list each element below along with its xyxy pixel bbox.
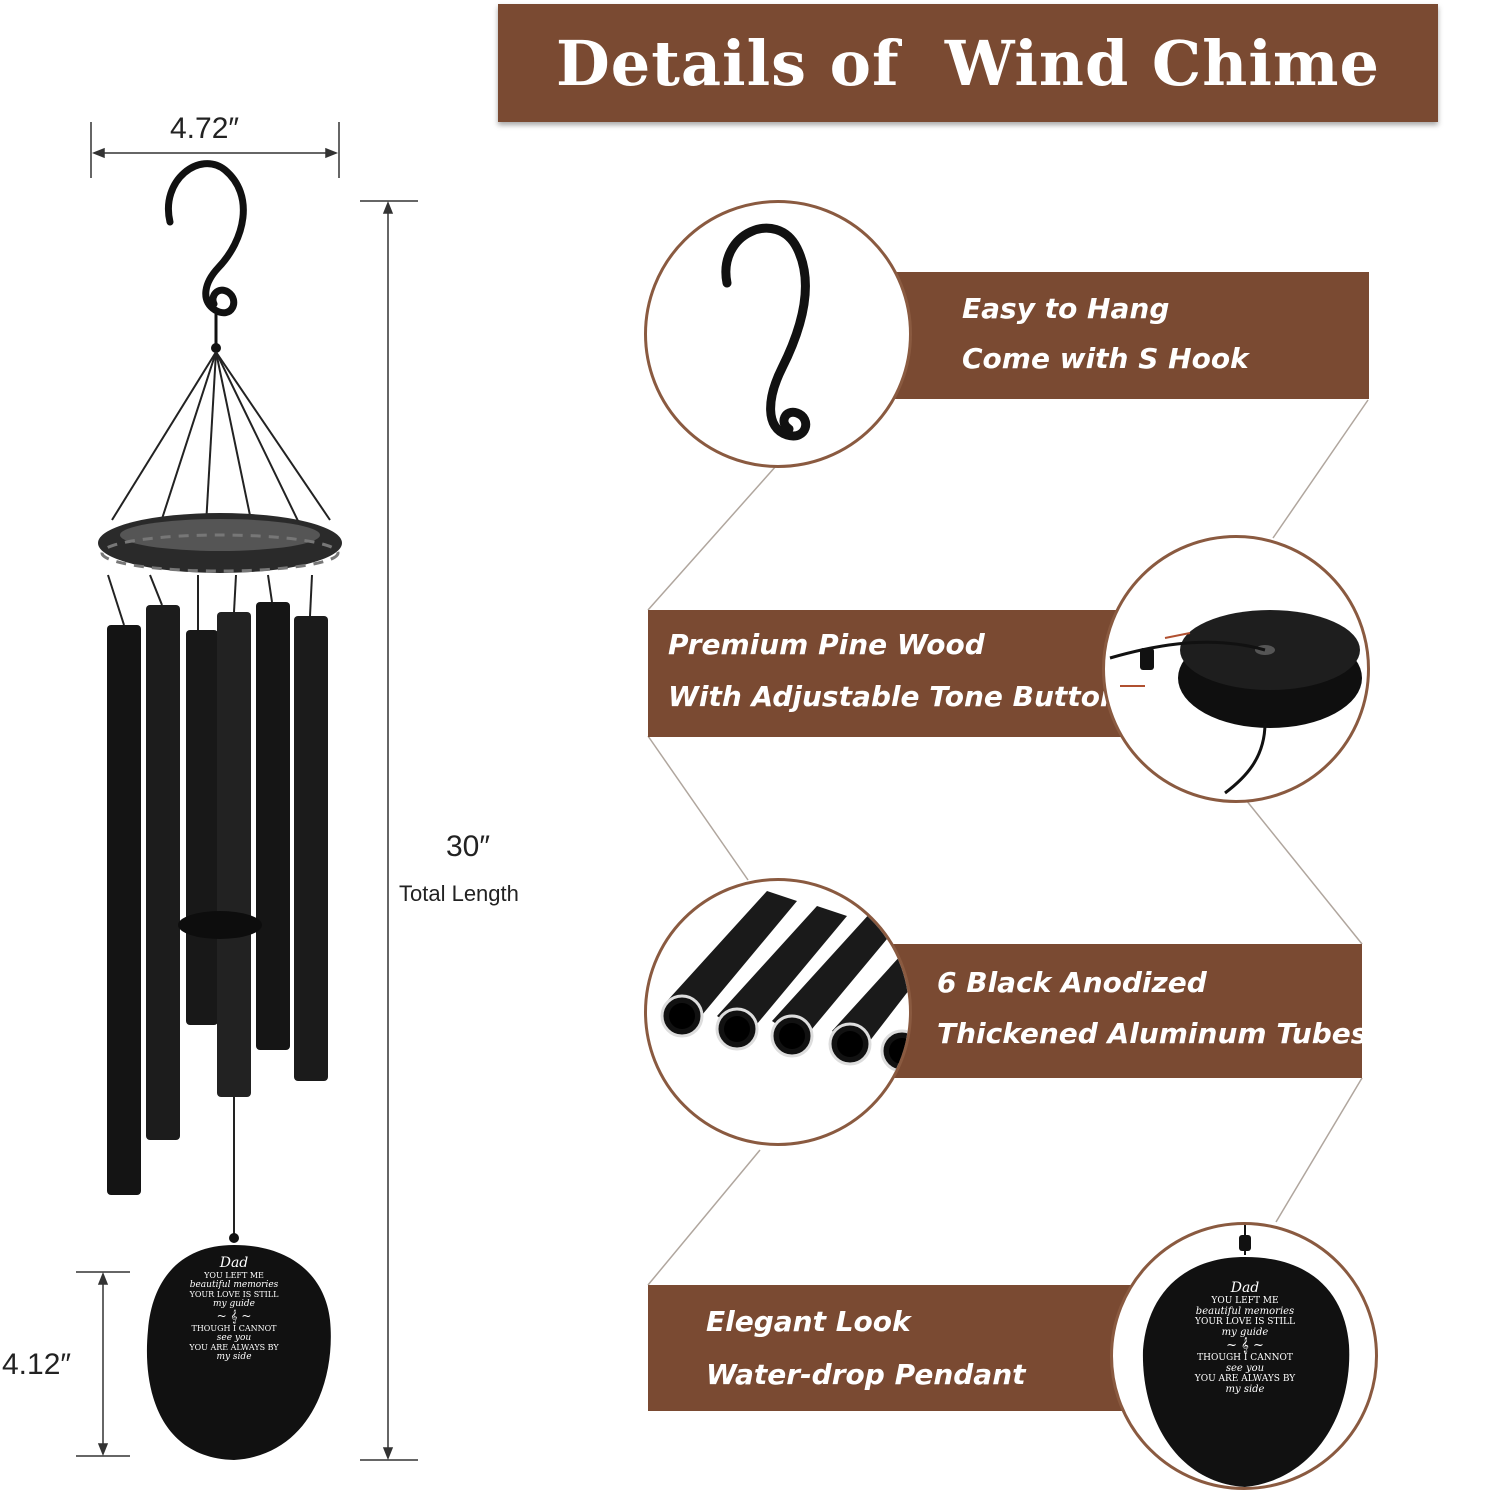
inscription-line: YOU ARE ALWAYS BY: [189, 1343, 279, 1352]
s-hook-icon: [721, 223, 811, 441]
length-label: 30″: [446, 830, 490, 863]
feature-line2: Water-drop Pendant: [706, 1358, 1026, 1391]
pendant-icon: [1142, 1225, 1350, 1487]
width-dimension-line: [90, 122, 340, 178]
inscription-line: see you: [1225, 1363, 1265, 1374]
title-banner: Details of Wind Chime: [498, 4, 1438, 122]
feature-circle-wood: [1102, 535, 1370, 803]
inscription-line: my guide: [212, 1299, 255, 1309]
feature-panel-hang: Easy to Hang Come with S Hook: [862, 272, 1369, 399]
inscription-line: beautiful memories: [189, 1280, 279, 1290]
pendant-sail: [146, 1245, 331, 1460]
striker: [178, 911, 262, 939]
feature-panel-wood: Premium Pine Wood With Adjustable Tone B…: [648, 610, 1153, 737]
width-label: 4.72″: [170, 112, 240, 145]
pendant-inscription: Dad YOU LEFT ME beautiful memories YOUR …: [150, 1255, 318, 1362]
inscription-line: YOU LEFT ME: [204, 1271, 264, 1280]
inscription-line: my side: [216, 1352, 252, 1362]
inscription-line: my side: [1225, 1384, 1265, 1395]
wood-button-icon: [1109, 610, 1362, 795]
s-hook-icon: [165, 160, 247, 317]
music-note-icon: ~ 𝄞 ~: [1226, 1338, 1264, 1353]
feature-line1: Elegant Look: [706, 1305, 911, 1338]
length-dimension-line: [360, 200, 418, 1461]
inscription-line: see you: [216, 1333, 252, 1343]
inscription-line: YOUR LOVE IS STILL: [1195, 1317, 1295, 1327]
inscription-line: YOU ARE ALWAYS BY: [1194, 1374, 1296, 1384]
pendant-inscription-detail: Dad YOU LEFT ME beautiful memories YOUR …: [1153, 1280, 1337, 1395]
page-title: Details of Wind Chime: [556, 26, 1380, 100]
feature-line2: With Adjustable Tone Button: [668, 680, 1120, 713]
feature-line2: Thickened Aluminum Tubes: [937, 1017, 1368, 1050]
pendant-height-label: 4.12″: [2, 1348, 72, 1381]
feature-line1: 6 Black Anodized: [937, 966, 1207, 999]
feature-line1: Easy to Hang: [962, 292, 1170, 325]
hanging-strings: [111, 351, 331, 526]
inscription-name: Dad: [219, 1255, 249, 1271]
inscription-line: beautiful memories: [1195, 1306, 1295, 1317]
feature-line1: Premium Pine Wood: [668, 628, 985, 661]
wind-chime-illustration: [76, 122, 418, 1461]
inscription-line: my guide: [1221, 1327, 1269, 1338]
tubes-icon: [660, 891, 909, 1073]
inscription-line: YOU LEFT ME: [1211, 1296, 1279, 1306]
feature-panel-pendant: Elegant Look Water-drop Pendant: [648, 1285, 1153, 1411]
feature-line2: Come with S Hook: [962, 342, 1249, 375]
feature-circle-tubes: [644, 878, 912, 1146]
music-note-icon: ~ 𝄞 ~: [216, 1309, 252, 1323]
feature-panel-tubes: 6 Black Anodized Thickened Aluminum Tube…: [862, 944, 1367, 1078]
inscription-name: Dad: [1230, 1280, 1260, 1296]
inscription-line: THOUGH I CANNOT: [191, 1324, 277, 1333]
inscription-line: YOUR LOVE IS STILL: [189, 1290, 279, 1299]
feature-circle-hook: [644, 200, 912, 468]
length-caption: Total Length: [399, 881, 519, 906]
feature-circle-pendant: Dad YOU LEFT ME beautiful memories YOUR …: [1110, 1222, 1378, 1490]
pendant-dimension-line: [76, 1271, 130, 1457]
inscription-line: THOUGH I CANNOT: [1197, 1353, 1293, 1363]
